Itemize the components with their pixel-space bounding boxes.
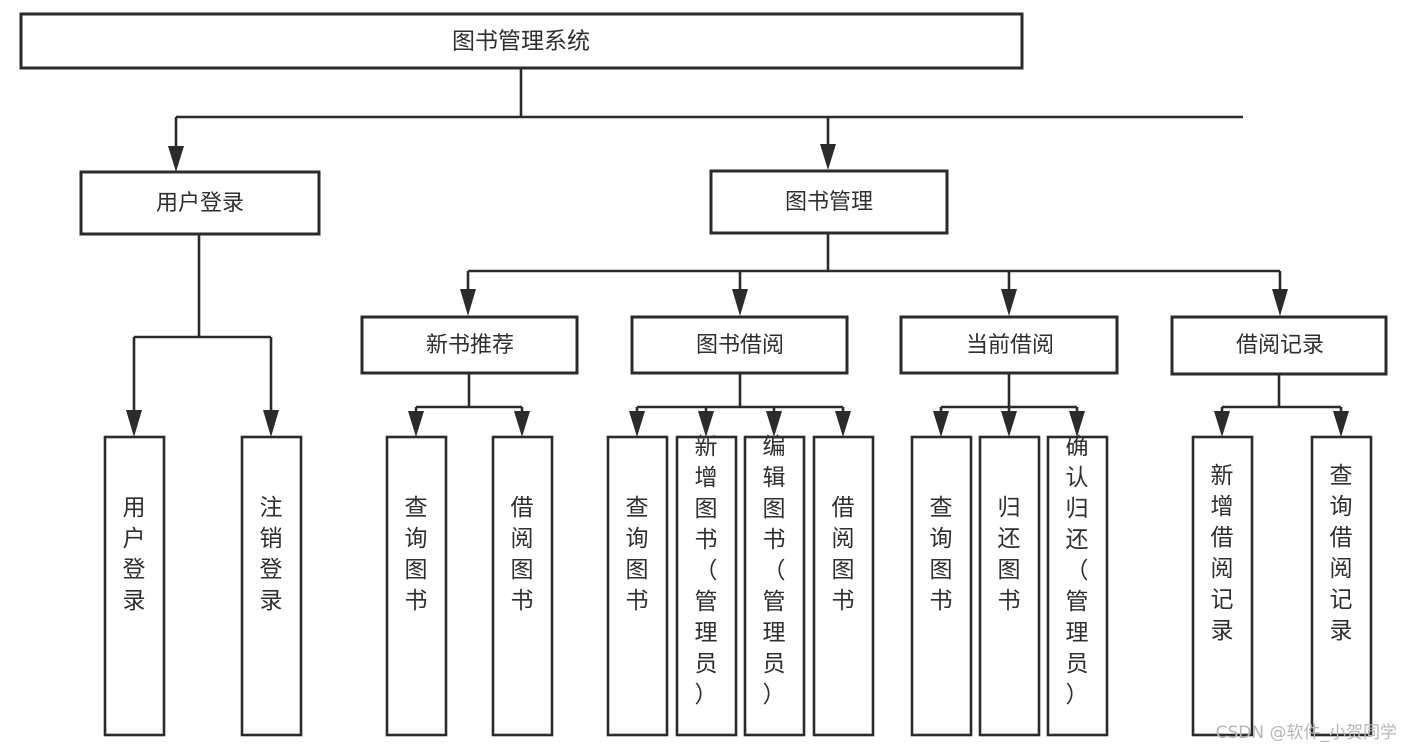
leaf-box[interactable]: [240, 435, 303, 737]
arrow-head-icon: [168, 146, 184, 172]
leaf-label: 借阅图书: [832, 495, 855, 614]
node-new-book-recommend-label: 新书推荐: [426, 333, 514, 358]
node-current-borrow[interactable]: 当前借阅: [899, 315, 1119, 375]
arrow-head-icon: [126, 410, 142, 437]
node-book-borrow-box[interactable]: [630, 315, 849, 375]
arrow-head-icon: [835, 411, 851, 437]
leaf-currentborrow-query[interactable]: 查询图书: [910, 435, 973, 737]
node-root-label: 图书管理系统: [452, 29, 590, 55]
arrow-head-icon: [460, 289, 476, 316]
leaf-label: 借阅图书: [511, 495, 534, 614]
node-user-login-label: 用户登录: [156, 191, 244, 216]
node-book-management-label: 图书管理: [785, 190, 873, 215]
arrow-head-icon: [766, 411, 782, 437]
leaf-currentborrow-confirm[interactable]: 确认归还（管理员）: [1046, 434, 1109, 737]
arrow-head-icon: [1214, 411, 1230, 437]
connector-userlogin-to-leaves: [126, 234, 279, 437]
connector-root-to-level1: [168, 68, 1243, 172]
node-current-borrow-label: 当前借阅: [966, 333, 1054, 358]
connector-bookmgmt-to-level2: [460, 233, 1288, 316]
leaf-box[interactable]: [103, 435, 166, 737]
leaf-box[interactable]: [812, 435, 875, 737]
node-borrow-record-box[interactable]: [1170, 315, 1388, 376]
connector-newbook-to-leaves: [408, 373, 530, 437]
leaf-newbook-query[interactable]: 查询图书: [385, 435, 448, 737]
node-book-management-box[interactable]: [709, 169, 949, 235]
leaf-currentborrow-return[interactable]: 归还图书: [978, 435, 1041, 737]
node-root[interactable]: 图书管理系统: [19, 12, 1024, 70]
leaf-bookborrow-query[interactable]: 查询图书: [606, 435, 669, 737]
connector-currentborrow-to-leaves: [933, 373, 1085, 437]
leaf-label: 用户登录: [123, 495, 146, 614]
arrow-head-icon: [1272, 289, 1288, 316]
node-user-login-box[interactable]: [79, 170, 321, 236]
arrow-head-icon: [1069, 411, 1085, 437]
arrow-head-icon: [1333, 411, 1349, 437]
node-book-borrow-label: 图书借阅: [696, 333, 784, 358]
leaf-label: 编辑图书（管理员）: [763, 434, 786, 708]
leaf-user-login-login[interactable]: 用户登录: [103, 435, 166, 737]
leaf-box[interactable]: [606, 435, 669, 737]
arrow-head-icon: [263, 410, 279, 437]
arrow-head-icon: [820, 144, 836, 170]
leaf-box[interactable]: [491, 435, 554, 737]
arrow-head-icon: [629, 411, 645, 437]
leaf-box[interactable]: [1191, 435, 1254, 737]
leaf-box[interactable]: [743, 435, 806, 737]
leaf-label: 查询图书: [626, 495, 649, 614]
connector-borrowrecord-to-leaves: [1214, 374, 1349, 437]
arrow-head-icon: [408, 411, 424, 437]
leaf-bookborrow-edit[interactable]: 编辑图书（管理员）: [743, 434, 806, 737]
leaf-label: 注销登录: [260, 495, 283, 614]
leaf-label: 查询图书: [930, 495, 953, 614]
leaf-label: 归还图书: [998, 495, 1021, 614]
leaf-label: 查询借阅记录: [1330, 463, 1353, 644]
node-book-borrow[interactable]: 图书借阅: [630, 315, 849, 375]
arrow-head-icon: [1001, 289, 1017, 316]
leaf-label: 新增借阅记录: [1211, 463, 1234, 644]
leaf-box[interactable]: [910, 435, 973, 737]
node-borrow-record-label: 借阅记录: [1236, 333, 1324, 358]
node-book-management[interactable]: 图书管理: [709, 169, 949, 235]
leaf-box[interactable]: [675, 435, 738, 737]
leaf-label: 确认归还（管理员）: [1066, 434, 1089, 708]
leaf-box[interactable]: [385, 435, 448, 737]
node-new-book-recommend[interactable]: 新书推荐: [360, 315, 579, 375]
arrow-head-icon: [732, 289, 748, 316]
leaf-bookborrow-borrow[interactable]: 借阅图书: [812, 435, 875, 737]
leaf-box[interactable]: [1046, 435, 1109, 737]
node-root-box[interactable]: [19, 12, 1024, 70]
leaf-user-login-logout[interactable]: 注销登录: [240, 435, 303, 737]
arrow-head-icon: [1001, 411, 1017, 437]
leaf-label: 查询图书: [405, 495, 428, 614]
leaf-box[interactable]: [978, 435, 1041, 737]
leaf-box[interactable]: [1310, 435, 1373, 737]
arrow-head-icon: [698, 411, 714, 437]
leaf-borrowrecord-query[interactable]: 查询借阅记录: [1310, 435, 1373, 737]
node-current-borrow-box[interactable]: [899, 315, 1119, 375]
node-user-login[interactable]: 用户登录: [79, 170, 321, 236]
arrow-head-icon: [933, 411, 949, 437]
node-borrow-record[interactable]: 借阅记录: [1170, 315, 1388, 376]
node-new-book-recommend-box[interactable]: [360, 315, 579, 375]
leaf-label: 新增图书（管理员）: [695, 434, 718, 708]
leaf-borrowrecord-add[interactable]: 新增借阅记录: [1191, 435, 1254, 737]
arrow-head-icon: [514, 411, 530, 437]
connector-bookborrow-to-leaves: [629, 373, 851, 437]
leaf-newbook-borrow[interactable]: 借阅图书: [491, 435, 554, 737]
leaf-bookborrow-add[interactable]: 新增图书（管理员）: [675, 434, 738, 737]
